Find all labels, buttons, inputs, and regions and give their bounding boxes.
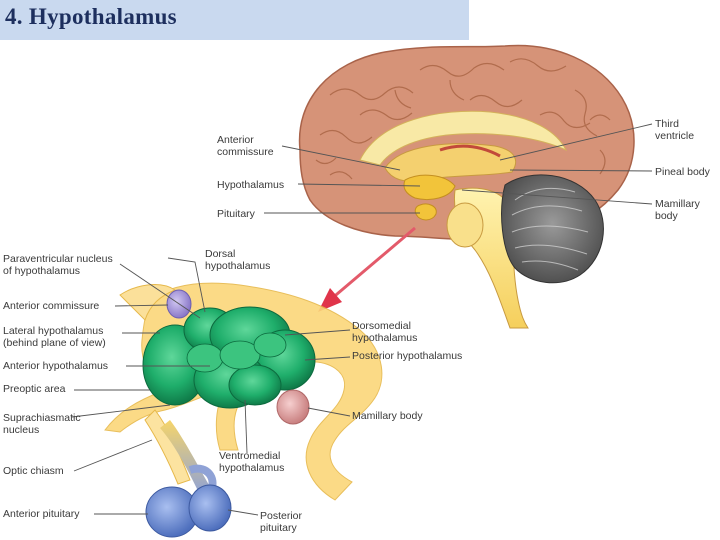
label-paraventricular: Paraventricular nucleus of hypothalamus [3, 253, 113, 277]
label-lateral-hypothalamus: Lateral hypothalamus (behind plane of vi… [3, 325, 106, 349]
pons [447, 203, 483, 247]
label-anterior-pituitary: Anterior pituitary [3, 508, 79, 520]
label-anterior-hypothalamus: Anterior hypothalamus [3, 360, 108, 372]
label-anterior-commissure-detail: Anterior commissure [3, 300, 99, 312]
label-posterior-pituitary: Posterior pituitary [260, 510, 302, 534]
brain-sagittal-illustration [300, 45, 634, 328]
label-pituitary-brain: Pituitary [217, 208, 255, 220]
label-optic-chiasm: Optic chiasm [3, 465, 64, 477]
hypothalamus-detail-illustration [105, 283, 382, 537]
label-suprachiasmatic-nucleus: Suprachiasmatic nucleus [3, 412, 81, 436]
label-third-ventricle: Third ventricle [655, 118, 694, 142]
label-preoptic-area: Preoptic area [3, 383, 65, 395]
label-anterior-commissure-brain: Anterior commissure [217, 134, 274, 158]
label-hypothalamus-brain: Hypothalamus [217, 179, 284, 191]
label-ventromedial-hypothalamus: Ventromedial hypothalamus [219, 450, 284, 474]
label-dorsal-hypothalamus: Dorsal hypothalamus [205, 248, 270, 272]
posterior-pituitary-node [189, 485, 231, 531]
mamillary-body-node [277, 390, 309, 424]
zoom-arrow [330, 228, 415, 300]
label-pineal-body: Pineal body [655, 166, 710, 178]
label-dorsomedial-hypothalamus: Dorsomedial hypothalamus [352, 320, 417, 344]
label-posterior-hypothalamus: Posterior hypothalamus [352, 350, 462, 362]
pituitary-small [415, 204, 436, 220]
label-mamillary-body-detail: Mamillary body [352, 410, 423, 422]
label-mamillary-body-brain: Mamillary body [655, 198, 700, 222]
